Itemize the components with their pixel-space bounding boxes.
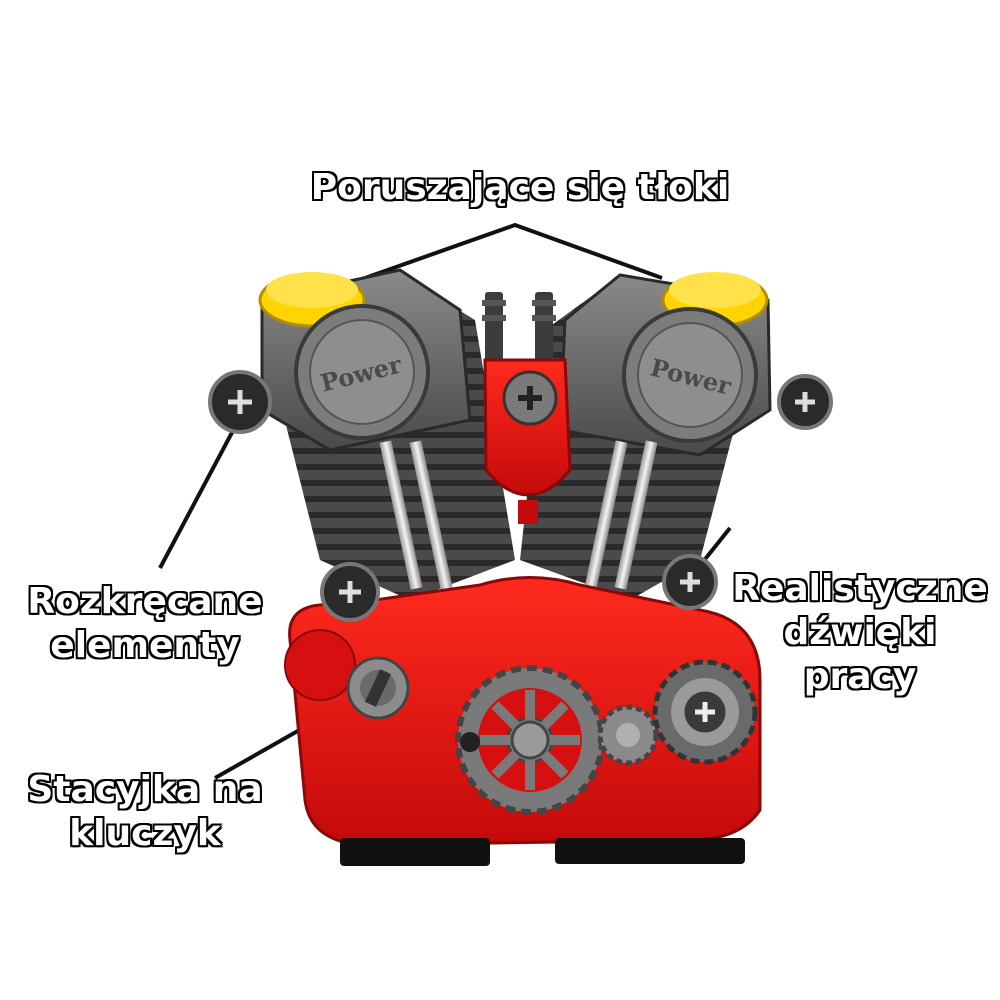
ignition-key-slot[interactable] <box>346 656 410 720</box>
right-cylinder: Power <box>520 272 772 600</box>
spark-plugs <box>482 292 556 362</box>
callout-unscrewable-parts: Rozkręcane elementy <box>10 580 280 668</box>
callout-pistons: Poruszające się tłoki <box>300 166 740 210</box>
callout-sounds-line-3: pracy <box>803 656 917 697</box>
parts-line <box>158 424 238 569</box>
screw-bottom-left[interactable] <box>320 562 380 622</box>
callout-sounds-line-2: dźwięki <box>783 612 937 653</box>
small-gear <box>597 704 659 766</box>
crank-handle[interactable] <box>460 732 480 752</box>
screw-gear-cover[interactable] <box>681 688 729 736</box>
callout-parts-line-2: elementy <box>50 625 240 666</box>
screw-bottom-right[interactable] <box>662 554 718 610</box>
callout-ignition-key: Stacyjka na kluczyk <box>15 768 275 856</box>
callout-parts-line-1: Rozkręcane <box>27 581 263 622</box>
screw-top-right[interactable] <box>777 374 833 430</box>
callout-pistons-line-1: Poruszające się tłoki <box>310 167 730 208</box>
callout-ignition-line-2: kluczyk <box>69 813 221 854</box>
large-gear <box>455 665 605 815</box>
left-cylinder: Power <box>258 268 515 600</box>
callout-sounds-line-1: Realistyczne <box>732 568 988 609</box>
screws <box>208 370 833 736</box>
screw-distributor[interactable] <box>502 370 558 426</box>
callout-ignition-line-1: Stacyjka na <box>27 769 263 810</box>
pistons-line <box>364 222 663 280</box>
screw-top-left[interactable] <box>208 370 272 434</box>
callout-realistic-sounds: Realistyczne dźwięki pracy <box>725 567 995 699</box>
